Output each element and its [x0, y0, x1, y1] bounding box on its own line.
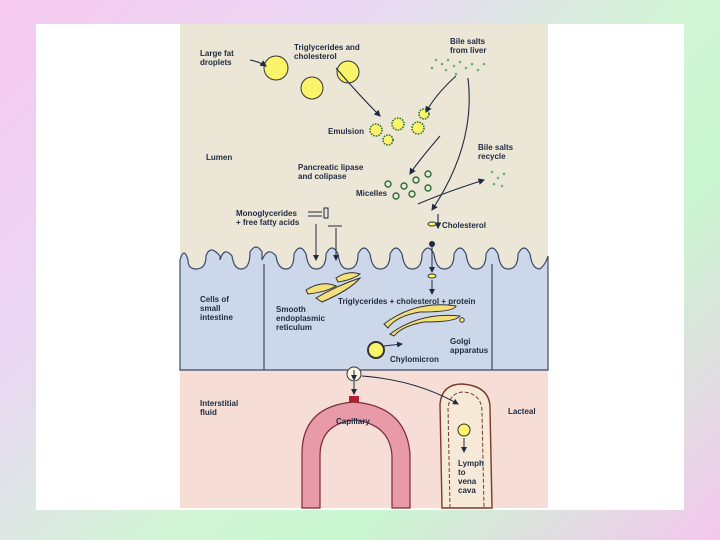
golgi-vesicle — [459, 317, 465, 323]
chylomicron-to-lacteal-arrow — [361, 375, 459, 405]
label-monoglycerides: Monoglycerides + free fatty acids — [236, 209, 300, 227]
bile-recycle-dots — [490, 170, 506, 188]
slide-panel: Large fat droplets Triglycerides and cho… — [36, 24, 684, 510]
label-lacteal: Lacteal — [508, 407, 536, 416]
cholesterol-symbol — [427, 221, 437, 227]
cholesterol-symbol — [427, 273, 437, 279]
smooth-er — [305, 272, 362, 303]
label-cells-small-intestine: Cells of small intestine — [200, 295, 233, 322]
label-triglycerides-cholesterol: Triglycerides and cholesterol — [294, 43, 362, 61]
label-interstitial-fluid: Interstitial fluid — [200, 399, 240, 417]
label-emulsion: Emulsion — [328, 127, 364, 136]
capillary-marker — [349, 396, 359, 402]
fat-droplet — [336, 60, 360, 84]
chylomicron — [367, 341, 385, 359]
intestinal-cells-region — [179, 246, 549, 371]
fat-droplet — [263, 55, 289, 81]
label-capillary: Capillary — [336, 417, 370, 426]
capillary — [301, 401, 411, 509]
lacteal-inner — [447, 391, 485, 509]
lymph-droplet — [457, 423, 471, 437]
label-smooth-er: Smooth endoplasmic reticulum — [276, 305, 327, 332]
label-chylomicron: Chylomicron — [390, 355, 439, 364]
lumen-arrows — [249, 59, 486, 230]
label-lumen: Lumen — [206, 153, 232, 162]
label-trig-chol-protein: Triglycerides + cholesterol + protein — [338, 297, 475, 306]
bile-salt-dots — [430, 58, 486, 76]
label-micelles: Micelles — [356, 189, 388, 198]
micelles — [384, 170, 432, 200]
monoglyceride-symbols — [308, 207, 342, 227]
chylomicron-arrow — [383, 341, 403, 348]
label-lymph: Lymph to vena cava — [458, 459, 486, 495]
label-large-fat-droplets: Large fat droplets — [200, 49, 236, 67]
label-bile-salts-recycle: Bile salts recycle — [478, 143, 515, 161]
interstitial-region — [180, 366, 548, 508]
fat-droplet — [300, 76, 324, 100]
fat-digestion-diagram: Large fat droplets Triglycerides and cho… — [179, 24, 549, 509]
golgi-apparatus — [383, 304, 461, 337]
label-cholesterol: Cholesterol — [442, 221, 486, 230]
label-pancreatic-lipase: Pancreatic lipase and colipase — [298, 163, 366, 181]
cholesterol-uptake-marker — [429, 241, 435, 247]
label-golgi: Golgi apparatus — [450, 337, 489, 355]
emulsion-droplets — [369, 108, 430, 146]
lumen-region — [180, 24, 548, 264]
label-bile-salts-from-liver: Bile salts from liver — [450, 37, 487, 55]
